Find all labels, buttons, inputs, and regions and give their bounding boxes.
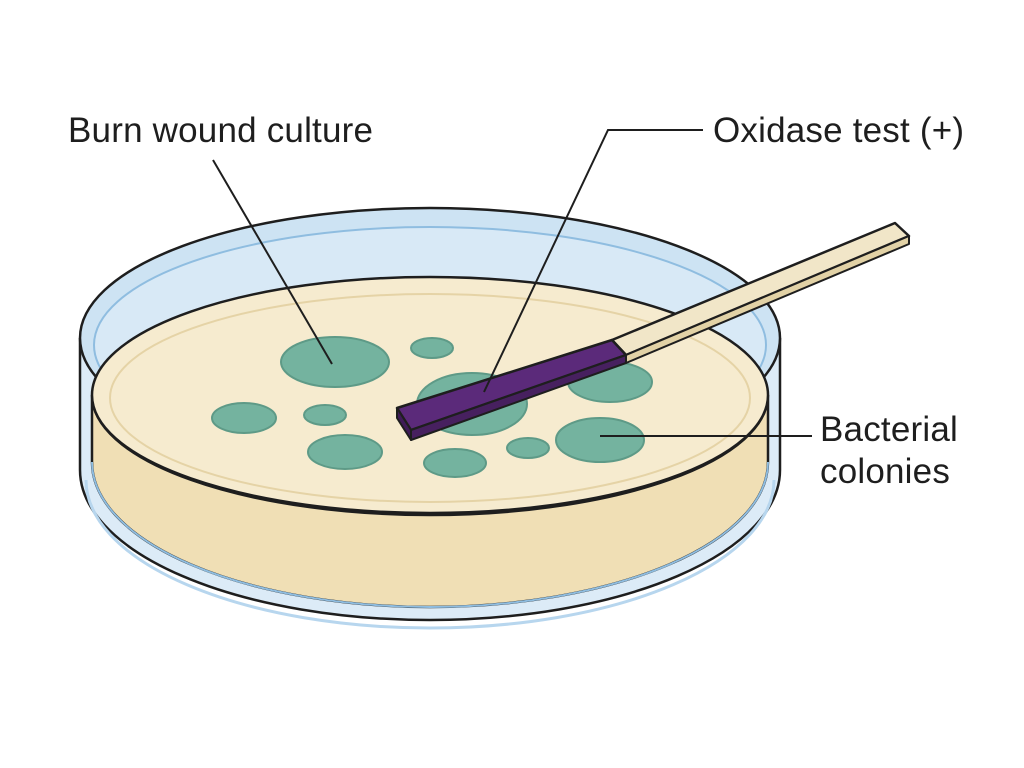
strip-reagent-side: [410, 354, 627, 441]
colony: [303, 404, 347, 426]
dish-base-shadow: [84, 479, 776, 630]
colony: [410, 337, 454, 359]
leader-oxidase: [483, 129, 703, 393]
agar-surface-inner: [109, 293, 751, 503]
leader-burn-wound: [212, 159, 333, 365]
label-bacterial-line1: Bacterial: [820, 410, 958, 449]
colony: [555, 417, 645, 463]
colony: [211, 402, 277, 434]
label-bacterial-line2: colonies: [820, 452, 951, 491]
label-burn-wound-culture: Burn wound culture: [68, 111, 374, 150]
colony: [280, 336, 390, 388]
oxidase-strip: [395, 221, 911, 441]
colony: [423, 448, 487, 478]
label-bacterial-colonies: Bacterial colonies: [820, 409, 958, 493]
colony: [307, 434, 383, 470]
dish-bottom-edge: [91, 461, 769, 608]
colony: [506, 437, 550, 459]
leader-lines: [212, 129, 812, 437]
label-oxidase-test: Oxidase test (+): [713, 111, 965, 150]
